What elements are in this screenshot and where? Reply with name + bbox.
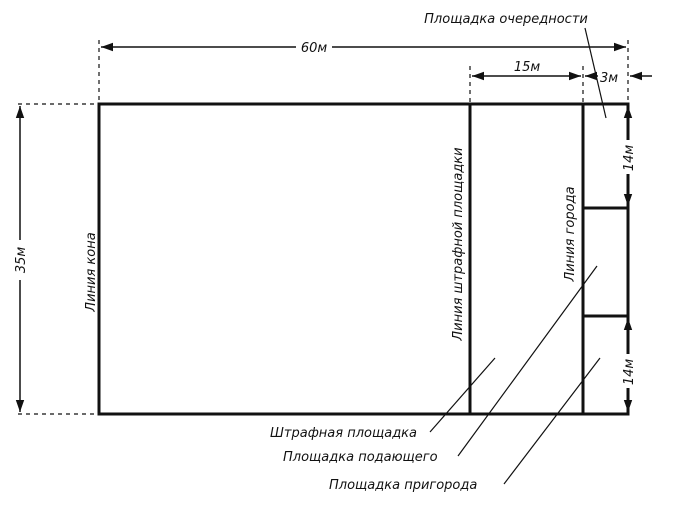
label-prigorod-area: Площадка пригорода [329, 478, 477, 493]
dim-60m: 60м [301, 41, 328, 56]
dim-35m: 35м [14, 247, 29, 274]
leader-queue-area [584, 27, 607, 119]
dim-3m: 3м [600, 71, 618, 86]
dim-14m-top: 14м [622, 145, 637, 172]
playing-field [97, 102, 630, 416]
label-penalty-area: Штрафная площадка [270, 426, 417, 441]
leader-penalty-area [429, 357, 496, 433]
label-queue-area: Площадка очередности [424, 12, 588, 27]
label-penalty-line: Линия штрафной площадки [451, 147, 466, 341]
label-line-kona: Линия кона [84, 232, 99, 312]
leader-lines [429, 27, 607, 485]
dimension-lines [15, 42, 652, 412]
dim-14m-bottom: 14м [622, 359, 637, 386]
label-server-area: Площадка подающего [283, 450, 438, 465]
dim-15m: 15м [514, 60, 541, 75]
extension-lines [18, 40, 629, 415]
leader-server-area [457, 265, 598, 457]
leader-prigorod-area [503, 357, 601, 485]
label-gorod-line: Линия города [563, 186, 578, 282]
